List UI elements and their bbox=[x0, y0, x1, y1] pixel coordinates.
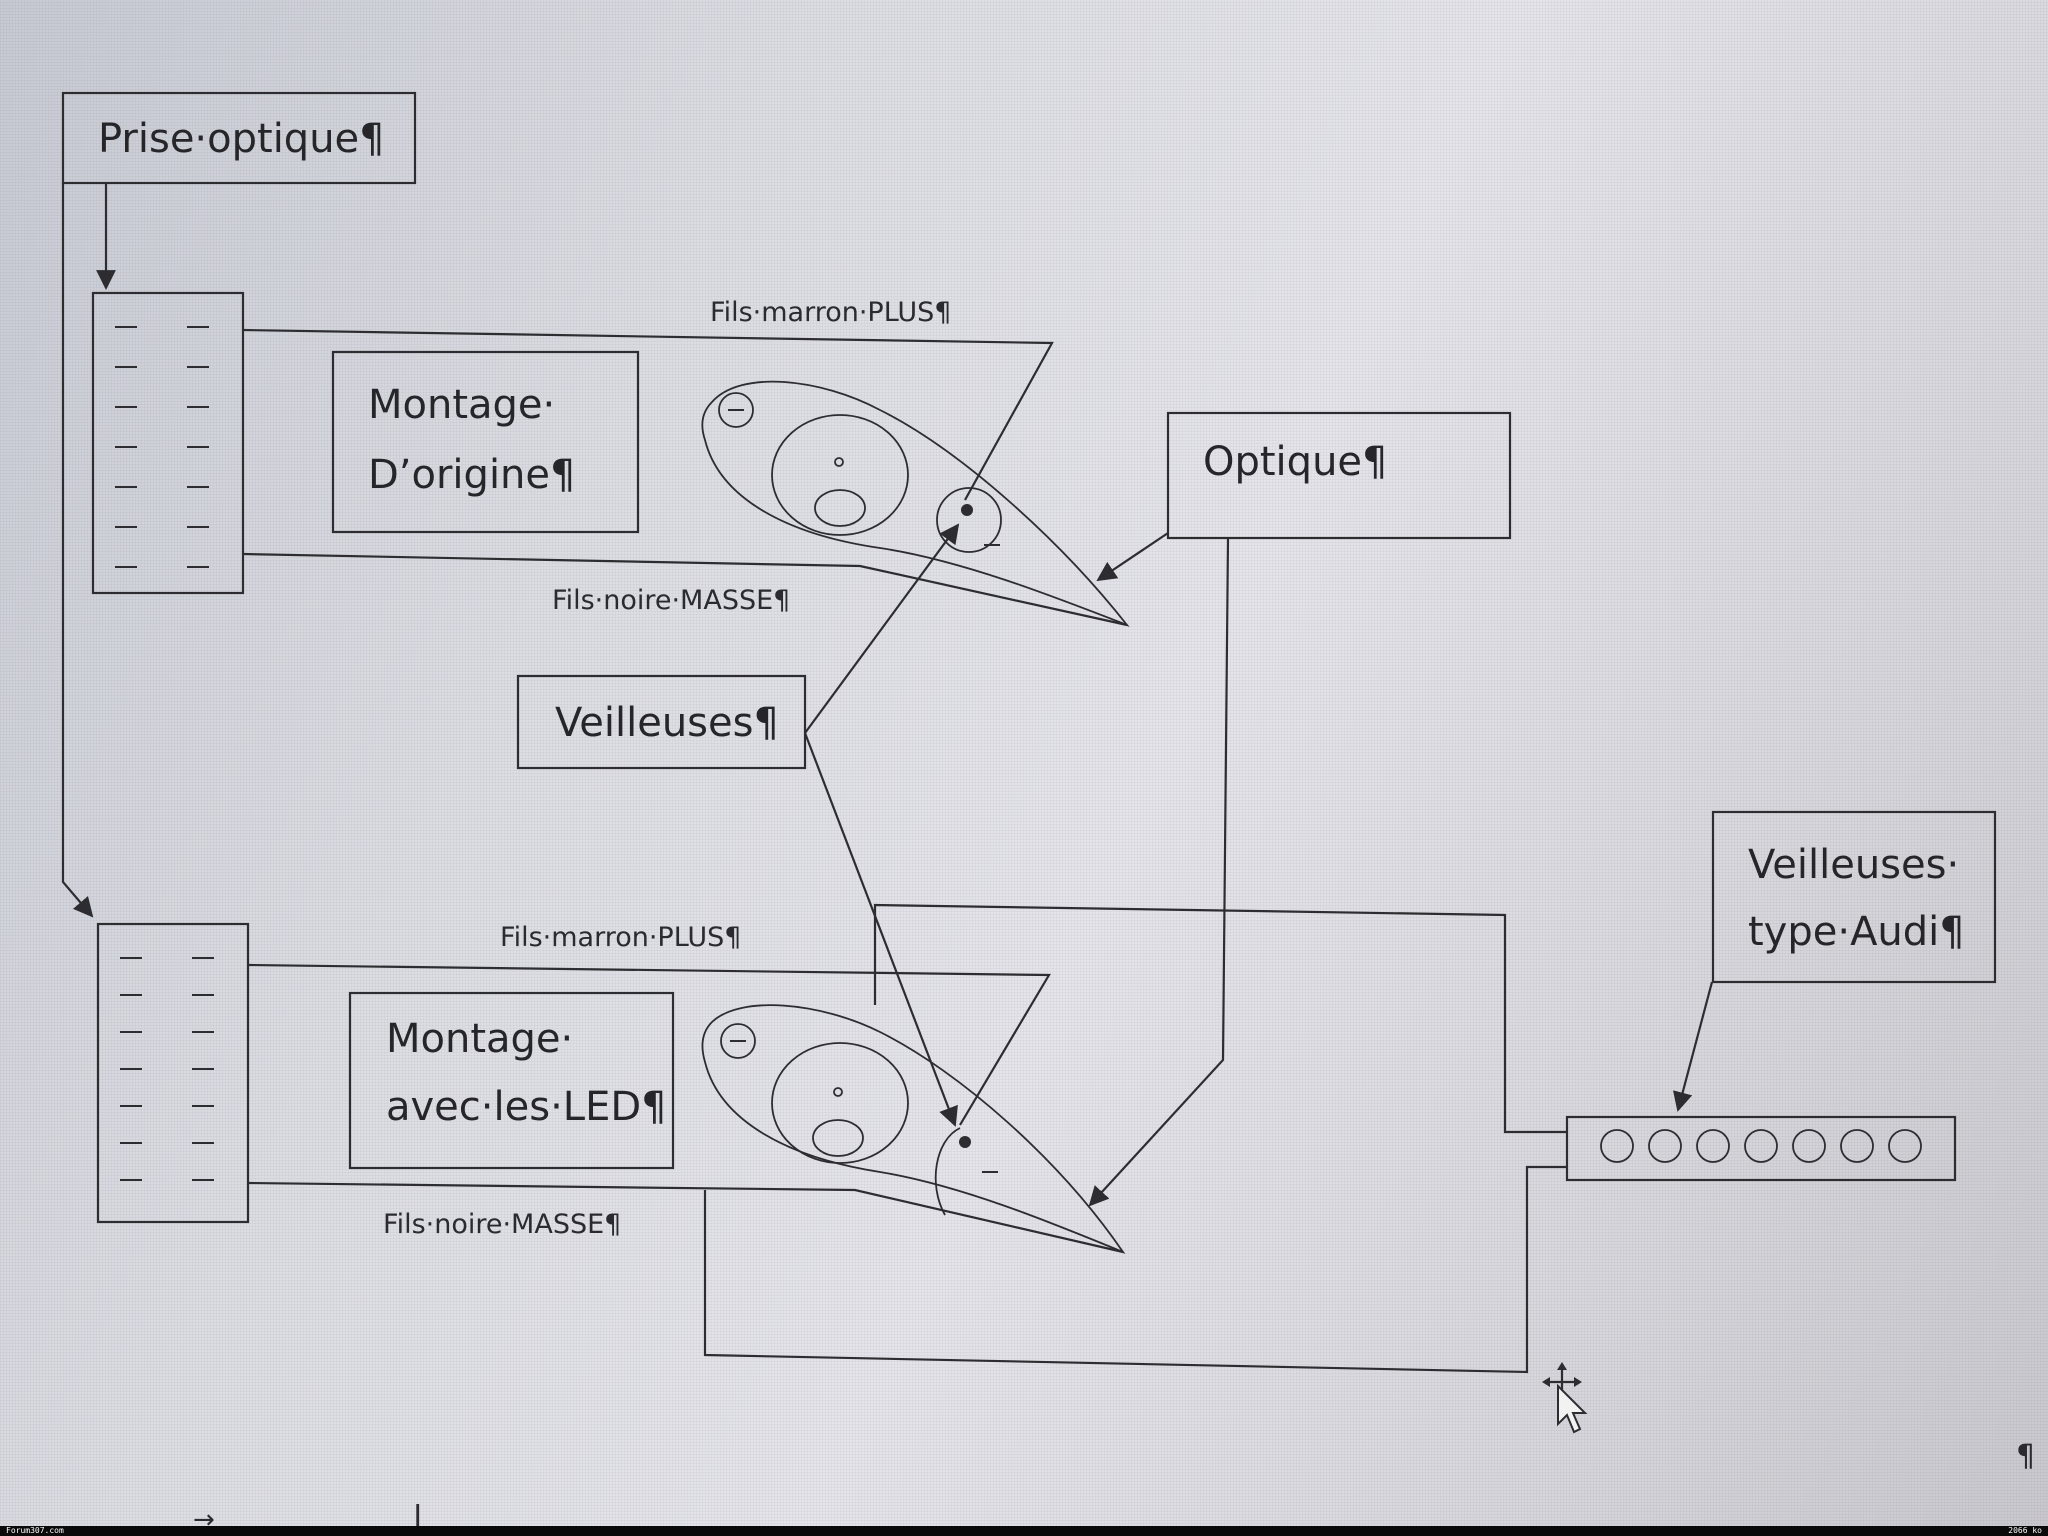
prise-optique-box: Prise·optique¶ bbox=[61, 91, 417, 185]
watermark-bar: Forum307.com 2066 ko bbox=[0, 1526, 2048, 1536]
bottom-plus-wire-label: Fils·marron·PLUS¶ bbox=[500, 922, 741, 953]
montage-origine-box: Montage· D’origine¶ bbox=[331, 350, 640, 534]
prise-to-bottom-connector-arrow bbox=[61, 183, 94, 918]
text-cursor-mark: | bbox=[412, 1499, 423, 1536]
led-bulb bbox=[1840, 1129, 1874, 1163]
bottom-masse-wire-label: Fils·noire·MASSE¶ bbox=[383, 1209, 621, 1240]
led-bulb bbox=[1600, 1129, 1634, 1163]
montage-origine-label-line1: Montage· bbox=[368, 382, 555, 428]
top-masse-wire bbox=[242, 552, 1128, 627]
led-bulb bbox=[1744, 1129, 1778, 1163]
top-plus-wire-label: Fils·marron·PLUS¶ bbox=[710, 297, 951, 328]
bottom-masse-wire bbox=[247, 1181, 1124, 1254]
veilleuses-box: Veilleuses¶ bbox=[516, 674, 807, 770]
led-bulb bbox=[1792, 1129, 1826, 1163]
montage-led-label-line1: Montage· bbox=[386, 1016, 573, 1062]
veilleuses-audi-label-line2: type·Audi¶ bbox=[1748, 909, 1965, 955]
led-bulb bbox=[1648, 1129, 1682, 1163]
bottom-connector bbox=[96, 922, 250, 1224]
veilleuses-audi-box: Veilleuses· type·Audi¶ bbox=[1711, 810, 1997, 984]
footer-size-text: 2066 ko bbox=[2008, 1526, 2042, 1535]
optique-label: Optique¶ bbox=[1203, 439, 1387, 485]
montage-origine-label-line2: D’origine¶ bbox=[368, 452, 575, 498]
pilcrow-mark: ¶ bbox=[2016, 1439, 2035, 1474]
bottom-headlight bbox=[701, 1004, 1126, 1254]
top-plus-wire bbox=[242, 328, 1054, 501]
veilleuses-label: Veilleuses¶ bbox=[555, 700, 779, 746]
optique-to-bottom-headlight-arrow bbox=[1088, 537, 1230, 1207]
optique-box: Optique¶ bbox=[1166, 411, 1512, 540]
move-cursor-icon bbox=[1542, 1362, 1588, 1434]
led-bulb bbox=[1696, 1129, 1730, 1163]
audi-to-led-strip-arrow bbox=[1673, 981, 1714, 1112]
top-connector bbox=[91, 291, 245, 595]
top-headlight bbox=[701, 380, 1130, 628]
led-strip-masse-loop bbox=[703, 1165, 1567, 1374]
prise-optique-label: Prise·optique¶ bbox=[98, 116, 385, 162]
optique-to-top-headlight-arrow bbox=[1096, 532, 1169, 582]
bottom-plus-wire bbox=[247, 963, 1051, 1126]
led-bulb bbox=[1888, 1129, 1922, 1163]
montage-led-box: Montage· avec·les·LED¶ bbox=[348, 991, 675, 1170]
montage-led-label-line2: avec·les·LED¶ bbox=[386, 1084, 667, 1130]
led-strip-plus-loop bbox=[873, 903, 1567, 1134]
top-masse-wire-label: Fils·noire·MASSE¶ bbox=[552, 585, 790, 616]
led-strip bbox=[1565, 1115, 1957, 1182]
footer-site-text: Forum307.com bbox=[6, 1526, 64, 1535]
veilleuses-audi-label-line1: Veilleuses· bbox=[1748, 842, 1959, 888]
veilleuses-to-top-headlight-arrow bbox=[804, 523, 960, 734]
veilleuses-to-bottom-headlight-arrow bbox=[803, 732, 958, 1127]
